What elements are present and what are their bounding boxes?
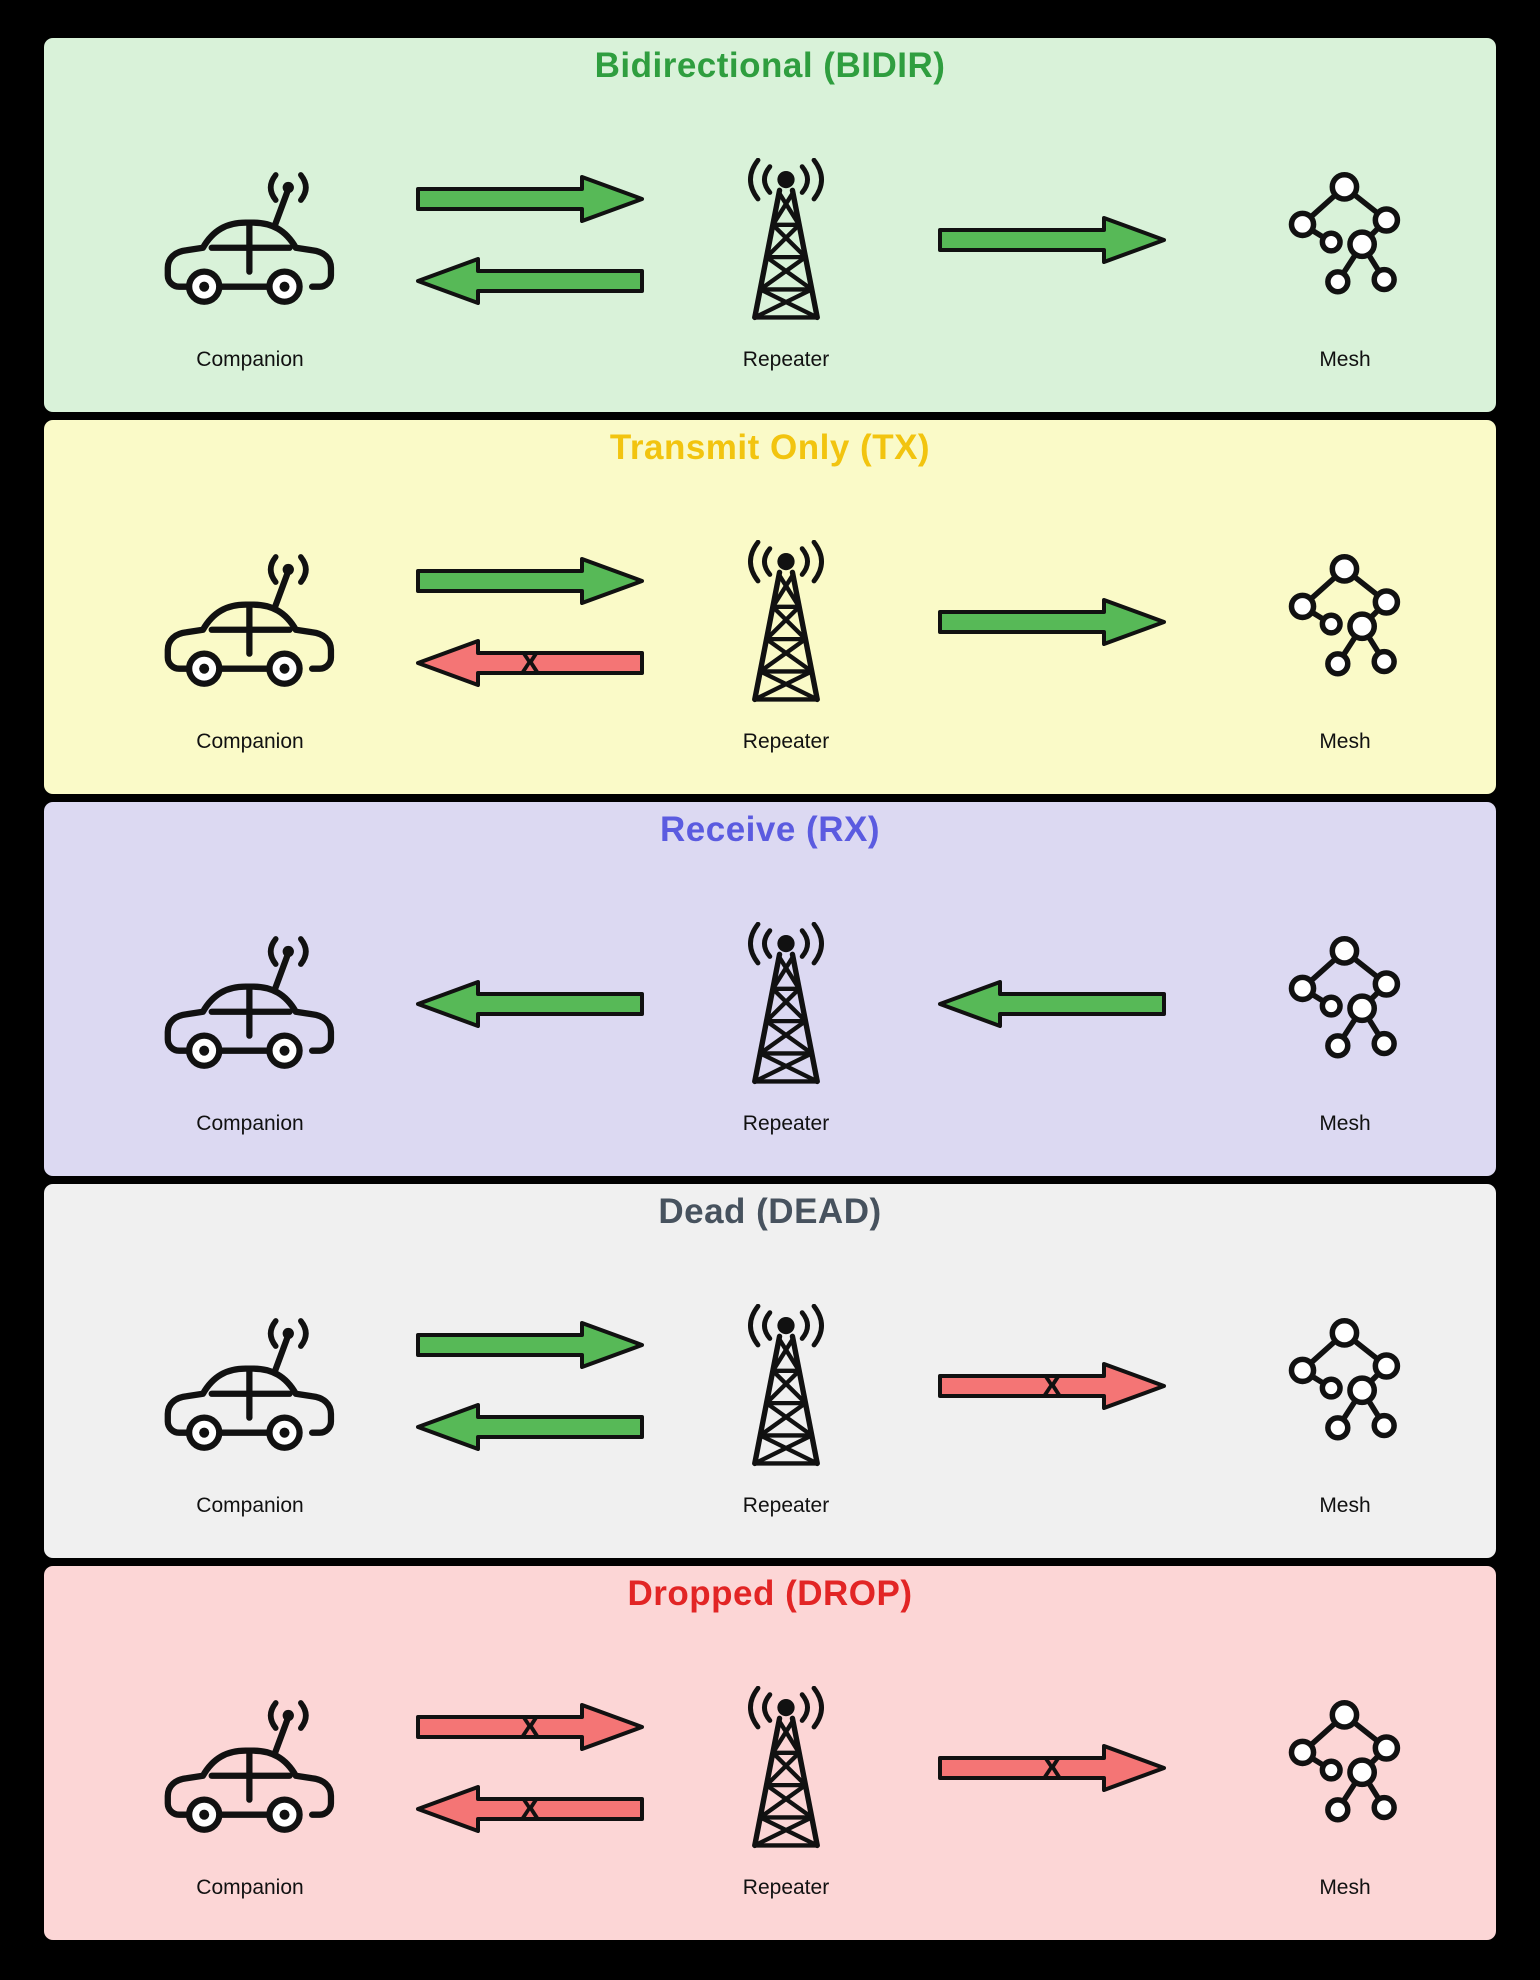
blocked-x-marker: X bbox=[520, 645, 541, 680]
companion-car-icon bbox=[164, 1317, 335, 1451]
repeater-tower-icon bbox=[748, 921, 824, 1084]
companion-car-icon bbox=[164, 1699, 335, 1833]
companion-repeater-arrows: X bbox=[414, 516, 646, 728]
repeater-mesh-arrows bbox=[936, 898, 1168, 1110]
arrow-right bbox=[938, 216, 1166, 264]
arrow-left bbox=[416, 980, 644, 1028]
repeater-mesh-arrows bbox=[936, 516, 1168, 728]
repeater-node: Repeater bbox=[716, 516, 856, 756]
companion-label: Companion bbox=[196, 730, 304, 753]
mesh-network-icon bbox=[1288, 553, 1401, 676]
companion-node: Companion bbox=[159, 134, 341, 374]
companion-label: Companion bbox=[196, 1494, 304, 1517]
repeater-tower-icon bbox=[748, 157, 824, 320]
repeater-node: Repeater bbox=[716, 1662, 856, 1902]
companion-node: Companion bbox=[159, 1280, 341, 1520]
panel-title: Receive (RX) bbox=[660, 810, 880, 849]
companion-label: Companion bbox=[196, 1112, 304, 1135]
mesh-node: Mesh bbox=[1265, 134, 1425, 374]
companion-node: Companion bbox=[159, 1662, 341, 1902]
companion-label: Companion bbox=[196, 1876, 304, 1899]
blocked-x-marker: X bbox=[1042, 1368, 1063, 1403]
companion-node: Companion bbox=[159, 898, 341, 1138]
companion-car-icon bbox=[164, 553, 335, 687]
repeater-mesh-arrows bbox=[936, 134, 1168, 346]
companion-repeater-arrows bbox=[414, 898, 646, 1110]
mesh-node: Mesh bbox=[1265, 898, 1425, 1138]
companion-label: Companion bbox=[196, 348, 304, 371]
repeater-tower-icon bbox=[748, 539, 824, 702]
repeater-label: Repeater bbox=[742, 348, 830, 371]
mesh-network-icon bbox=[1288, 171, 1401, 294]
arrow-left bbox=[416, 1403, 644, 1451]
repeater-node: Repeater bbox=[716, 134, 856, 374]
blocked-arrow-left: X bbox=[416, 639, 644, 687]
panel-title: Transmit Only (TX) bbox=[609, 428, 931, 467]
mesh-network-icon bbox=[1288, 1317, 1401, 1440]
mesh-label: Mesh bbox=[1319, 348, 1371, 371]
repeater-label: Repeater bbox=[742, 1112, 830, 1135]
blocked-x-marker: X bbox=[520, 1791, 541, 1826]
arrow-right bbox=[938, 598, 1166, 646]
mesh-network-icon bbox=[1288, 1699, 1401, 1822]
companion-repeater-arrows bbox=[414, 1280, 646, 1492]
blocked-arrow-right: X bbox=[938, 1744, 1166, 1792]
repeater-tower-icon bbox=[748, 1685, 824, 1848]
arrow-right bbox=[416, 557, 644, 605]
repeater-label: Repeater bbox=[742, 730, 830, 753]
arrow-left bbox=[416, 257, 644, 305]
panel-title: Dropped (DROP) bbox=[627, 1574, 913, 1613]
repeater-mesh-arrows: X bbox=[936, 1662, 1168, 1874]
panel-title: Bidirectional (BIDIR) bbox=[594, 46, 946, 85]
repeater-node: Repeater bbox=[716, 898, 856, 1138]
mesh-network-icon bbox=[1288, 935, 1401, 1058]
mesh-node: Mesh bbox=[1265, 1280, 1425, 1520]
arrow-right bbox=[416, 1321, 644, 1369]
mesh-node: Mesh bbox=[1265, 516, 1425, 756]
mesh-node: Mesh bbox=[1265, 1662, 1425, 1902]
panel-tx: Transmit Only (TX) bbox=[44, 420, 1496, 794]
mesh-label: Mesh bbox=[1319, 1876, 1371, 1899]
arrow-left bbox=[938, 980, 1166, 1028]
panel-rx: Receive (RX) bbox=[44, 802, 1496, 1176]
companion-car-icon bbox=[164, 171, 335, 305]
blocked-arrow-left: X bbox=[416, 1785, 644, 1833]
panel-dead: Dead (DEAD) bbox=[44, 1184, 1496, 1558]
panel-bidir: Bidirectional (BIDIR) bbox=[44, 38, 1496, 412]
companion-repeater-arrows bbox=[414, 134, 646, 346]
repeater-tower-icon bbox=[748, 1303, 824, 1466]
repeater-label: Repeater bbox=[742, 1876, 830, 1899]
companion-car-icon bbox=[164, 935, 335, 1069]
companion-node: Companion bbox=[159, 516, 341, 756]
repeater-mesh-arrows: X bbox=[936, 1280, 1168, 1492]
repeater-label: Repeater bbox=[742, 1494, 830, 1517]
blocked-arrow-right: X bbox=[416, 1703, 644, 1751]
panel-drop: Dropped (DROP) bbox=[44, 1566, 1496, 1940]
blocked-x-marker: X bbox=[520, 1709, 541, 1744]
blocked-x-marker: X bbox=[1042, 1750, 1063, 1785]
arrow-right bbox=[416, 175, 644, 223]
blocked-arrow-right: X bbox=[938, 1362, 1166, 1410]
repeater-node: Repeater bbox=[716, 1280, 856, 1520]
mesh-label: Mesh bbox=[1319, 730, 1371, 753]
mesh-label: Mesh bbox=[1319, 1112, 1371, 1135]
panel-title: Dead (DEAD) bbox=[658, 1192, 882, 1231]
mesh-label: Mesh bbox=[1319, 1494, 1371, 1517]
